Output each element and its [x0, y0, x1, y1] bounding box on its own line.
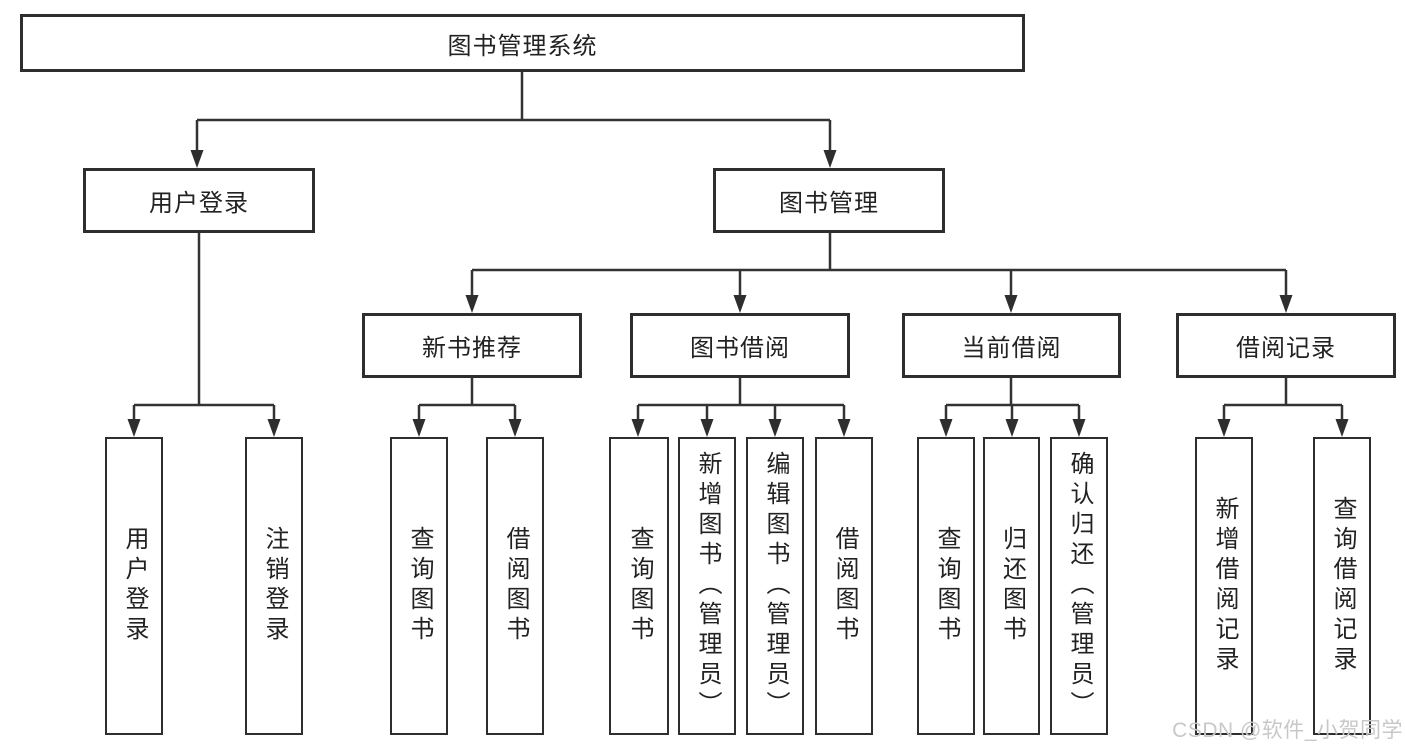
leaf-recommend-query-books: 查询图书: [390, 437, 448, 735]
node-label: 借阅图书: [831, 526, 858, 646]
node-label: 编辑图书（管理员）: [762, 451, 789, 721]
node-borrowing-records: 借阅记录: [1176, 313, 1396, 378]
node-current-borrowing: 当前借阅: [902, 313, 1121, 378]
node-label: 注销登录: [261, 526, 288, 646]
leaf-borrow-edit-books-admin: 编辑图书（管理员）: [746, 437, 804, 735]
node-label: 当前借阅: [961, 335, 1062, 362]
node-label: 查询图书: [406, 526, 433, 646]
node-user-login: 用户登录: [83, 168, 315, 233]
arrowhead-icons: [127, 150, 1349, 437]
node-label: 借阅记录: [1236, 335, 1336, 362]
watermark: CSDN @软件_小贺同学: [1172, 719, 1403, 742]
node-label: 新书推荐: [422, 335, 522, 362]
node-label: 查询图书: [933, 526, 960, 646]
leaf-recommend-borrow-books: 借阅图书: [486, 437, 544, 735]
node-label: 图书管理系统: [447, 32, 598, 60]
node-label: 用户登录: [149, 190, 249, 217]
node-label: 新增借阅记录: [1211, 496, 1238, 676]
node-label: 图书借阅: [690, 335, 790, 362]
leaf-borrow-add-books-admin: 新增图书（管理员）: [678, 437, 736, 735]
node-label: 用户登录: [121, 526, 148, 646]
node-book-borrowing: 图书借阅: [630, 313, 850, 378]
leaf-current-query-books: 查询图书: [917, 437, 975, 735]
leaf-borrow-query-books: 查询图书: [609, 437, 669, 735]
node-label: 图书管理: [779, 190, 879, 217]
leaf-borrow-borrow-books: 借阅图书: [815, 437, 873, 735]
node-label: 查询借阅记录: [1329, 496, 1356, 676]
leaf-records-query-record: 查询借阅记录: [1313, 437, 1371, 735]
node-label: 确认归还（管理员）: [1066, 451, 1093, 721]
node-label: 归还图书: [998, 526, 1026, 646]
node-book-management: 图书管理: [713, 168, 945, 233]
node-label: 新增图书（管理员）: [694, 451, 721, 721]
leaf-current-confirm-return-admin: 确认归还（管理员）: [1050, 437, 1108, 735]
node-label: 查询图书: [626, 526, 653, 646]
leaf-current-return-books: 归还图书: [983, 437, 1040, 735]
node-new-book-recommendation: 新书推荐: [362, 313, 582, 378]
leaf-logout: 注销登录: [245, 437, 303, 735]
node-label: 借阅图书: [502, 526, 529, 646]
node-library-management-system: 图书管理系统: [20, 14, 1025, 72]
leaf-user-login: 用户登录: [105, 437, 163, 735]
leaf-records-add-record: 新增借阅记录: [1195, 437, 1253, 735]
